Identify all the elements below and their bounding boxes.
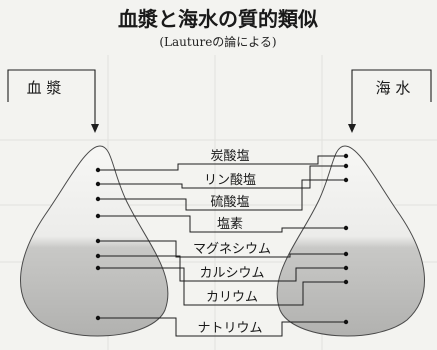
left-drop-dot	[95, 167, 101, 173]
right-arrow-head	[348, 124, 356, 133]
right-drop-dot	[343, 279, 349, 285]
right-label: 海 水	[376, 79, 411, 97]
right-dots	[343, 153, 349, 325]
left-drop-dot	[95, 213, 101, 219]
left-drop-blood-plasma	[20, 145, 169, 337]
connector-group	[98, 155, 346, 337]
left-drop-dot	[95, 196, 101, 202]
left-drop-dot	[95, 253, 101, 259]
component-labels: 炭酸塩 リン酸塩 硫酸塩 塩素 マグネシウム カルシウム カリウム ナトリウム	[193, 149, 271, 336]
connector-line	[98, 317, 346, 337]
diagram-title: 血漿と海水の質的類似	[118, 7, 318, 31]
right-drop-dot	[343, 163, 349, 169]
left-drop-dot	[95, 315, 101, 321]
right-drop-seawater	[276, 145, 425, 337]
label-potassium: カリウム	[206, 290, 258, 305]
connector-line	[98, 255, 346, 282]
left-arrow-head	[91, 124, 99, 133]
connector-line	[98, 215, 346, 233]
connector-line	[98, 165, 346, 189]
left-drop-dot	[95, 265, 101, 271]
label-sulfate: 硫酸塩	[210, 195, 249, 210]
label-carbonate: 炭酸塩	[210, 149, 249, 164]
connector-line	[98, 267, 346, 306]
left-label-frame: 血 漿	[7, 69, 99, 133]
left-dots	[95, 167, 101, 321]
diagram-subtitle: (Lautureの論による)	[159, 34, 276, 49]
left-drop-dot	[95, 238, 101, 244]
right-drop-dot	[343, 251, 349, 257]
left-frame-line	[7, 69, 96, 126]
label-magnesium: マグネシウム	[193, 242, 271, 257]
right-drop-dot	[343, 319, 349, 325]
right-frame-line	[351, 69, 432, 126]
right-drop-dot	[343, 177, 349, 183]
left-drop-dot	[95, 181, 101, 187]
connector-line	[98, 240, 346, 258]
label-chlorine: 塩素	[217, 217, 243, 232]
connector-line	[98, 155, 346, 171]
right-label-frame: 海 水	[348, 69, 432, 133]
label-sodium: ナトリウム	[197, 321, 262, 336]
right-drop-dot	[343, 153, 349, 159]
connector-line	[98, 179, 346, 211]
label-calcium: カルシウム	[199, 266, 264, 281]
right-drop-dot	[343, 225, 349, 231]
label-phosphate: リン酸塩	[204, 173, 256, 188]
left-label: 血 漿	[27, 79, 62, 97]
right-drop-dot	[343, 265, 349, 271]
